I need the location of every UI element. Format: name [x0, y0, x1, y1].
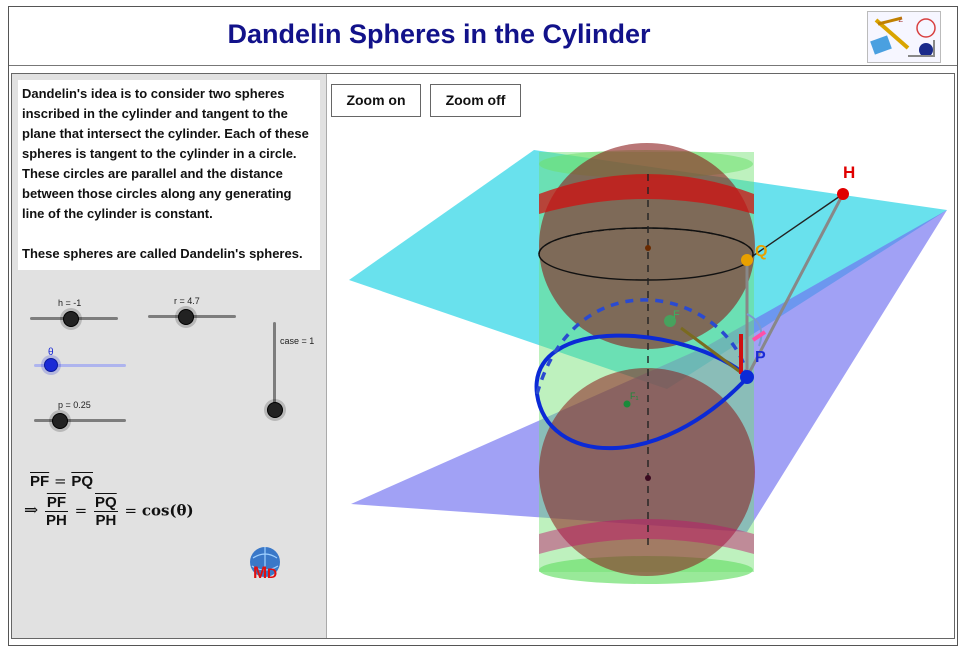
point-H[interactable]: [837, 188, 849, 200]
slider-h-label: h = -1: [58, 298, 82, 308]
algebra-panel: Dandelin's idea is to consider two spher…: [12, 74, 327, 638]
svg-text:M: M: [253, 563, 267, 582]
svg-text:∠: ∠: [898, 17, 903, 24]
svg-text:D: D: [267, 565, 277, 581]
md-logo-icon: M D: [248, 546, 282, 582]
header: Dandelin Spheres in the Cylinder ∠: [9, 7, 957, 66]
slider-theta-knob[interactable]: [44, 358, 58, 372]
page-frame: Dandelin Spheres in the Cylinder ∠ Dande…: [8, 6, 958, 646]
page-title: Dandelin Spheres in the Cylinder: [227, 19, 651, 49]
point-F1[interactable]: [623, 400, 631, 408]
segment-PH: [745, 193, 845, 378]
slider-p-label: p = 0.25: [58, 400, 91, 410]
description-box: Dandelin's idea is to consider two spher…: [18, 80, 320, 270]
geometry-tools-logo-icon: ∠: [867, 11, 941, 63]
angle-arc: [746, 313, 763, 347]
slider-case-knob[interactable]: [267, 402, 283, 418]
3d-scene: H Q P F F₁: [349, 143, 947, 584]
axis-point-upper: [645, 245, 651, 251]
intersection-ellipse-hidden: [535, 298, 750, 395]
pink-marker: [751, 330, 767, 342]
geogebra-applet: Dandelin's idea is to consider two spher…: [11, 73, 955, 639]
graphics-view-3d[interactable]: H Q P F F₁ Zoom on Zoom off: [327, 74, 954, 638]
slider-r-knob[interactable]: [178, 309, 194, 325]
slider-case-track[interactable]: [273, 322, 276, 410]
lower-tangent-band: [539, 519, 754, 554]
slider-h-knob[interactable]: [63, 311, 79, 327]
formula-line-1: PF = PQ: [30, 472, 93, 490]
upper-tangent-band: [539, 174, 754, 214]
lower-plane: [351, 210, 947, 532]
slider-p-track[interactable]: [34, 419, 126, 422]
slider-theta-label: θ: [48, 347, 54, 358]
zoom-off-button[interactable]: Zoom off: [430, 84, 521, 117]
segment-PF: [680, 326, 748, 379]
label-P: P: [755, 349, 766, 366]
slider-case-label: case = 1: [280, 336, 315, 346]
upper-tangency-circle-back: [538, 227, 754, 255]
segment-QH: [746, 193, 844, 261]
label-F: F: [673, 309, 680, 321]
point-F[interactable]: [664, 315, 676, 327]
formula-line-2: ⇒ PF PH = PQ PH = cos(θ): [24, 494, 194, 529]
zoom-on-button[interactable]: Zoom on: [331, 84, 421, 117]
label-H: H: [843, 163, 855, 182]
slider-r-label: r = 4.7: [174, 296, 200, 306]
slider-p-knob[interactable]: [52, 413, 68, 429]
cosine-formula: PF = PQ ⇒ PF PH = PQ PH = cos(: [24, 472, 194, 529]
slider-theta-track[interactable]: [34, 364, 126, 367]
lower-sphere: [539, 368, 755, 576]
fraction-pf-ph: PF PH: [45, 494, 68, 529]
label-F1: F₁: [630, 391, 639, 401]
point-Q[interactable]: [741, 254, 753, 266]
label-Q: Q: [755, 243, 767, 260]
point-P[interactable]: [740, 370, 754, 384]
description-conclusion: These spheres are called Dandelin's sphe…: [22, 246, 303, 261]
fraction-pq-ph: PQ PH: [94, 494, 118, 529]
axis-point-lower: [645, 475, 651, 481]
description-paragraph: Dandelin's idea is to consider two spher…: [22, 86, 309, 221]
